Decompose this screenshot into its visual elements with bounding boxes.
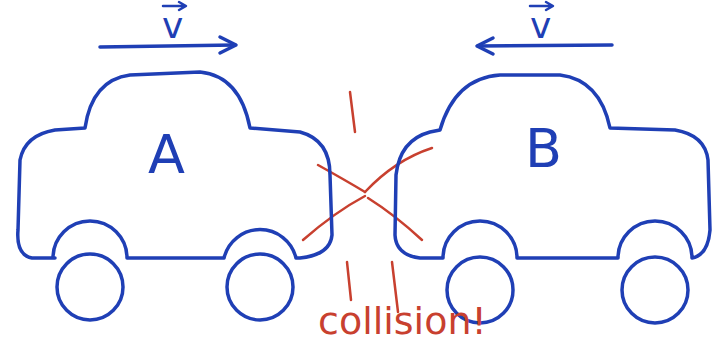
arrow-head (220, 37, 236, 53)
wheel (227, 254, 293, 320)
arrow-head (477, 38, 493, 54)
burst-line (318, 165, 365, 192)
velocity-arrow (100, 45, 235, 47)
car-body: B (385, 65, 715, 335)
burst-line (303, 196, 365, 240)
collision-label: collision! (318, 302, 487, 340)
burst-line (350, 92, 355, 132)
collision-burst (303, 92, 432, 312)
car-letter: B (525, 122, 562, 176)
car-letter: A (148, 128, 185, 182)
car-outline (385, 65, 715, 335)
velocity-arrow (478, 45, 612, 46)
car-outline (10, 65, 340, 330)
car-shape (18, 72, 332, 258)
wheel (57, 254, 123, 320)
car-shape (395, 75, 710, 258)
wheel (622, 257, 688, 323)
burst-line (347, 262, 351, 300)
velocity-label: v (530, 8, 551, 44)
velocity-label: v (162, 8, 183, 44)
car-body: A (10, 65, 340, 330)
